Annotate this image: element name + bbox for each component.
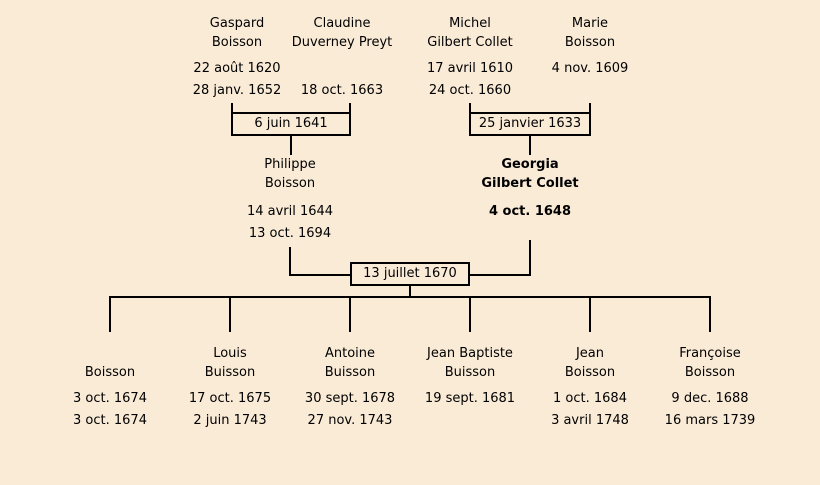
birth-date: 4 nov. 1609 bbox=[551, 61, 629, 76]
surname: Buisson bbox=[444, 365, 496, 380]
surname: Boisson bbox=[264, 176, 316, 191]
connector-line bbox=[529, 135, 531, 155]
death-date: 28 janv. 1652 bbox=[192, 83, 282, 98]
dates: 17 oct. 1675 2 juin 1743 bbox=[171, 388, 289, 432]
given-name bbox=[51, 344, 169, 363]
connector-line bbox=[589, 296, 591, 332]
surname: Gilbert Collet bbox=[427, 35, 513, 50]
death-date bbox=[520, 80, 660, 102]
connector-line bbox=[109, 296, 111, 332]
marriage-date-box-michel-marie: 25 janvier 1633 bbox=[469, 112, 591, 136]
dates: 18 oct. 1663 bbox=[272, 58, 412, 102]
connector-line bbox=[589, 103, 591, 113]
death-date: 16 mars 1739 bbox=[664, 413, 756, 428]
given-name: Françoise bbox=[679, 346, 741, 361]
given-name: Jean Baptiste bbox=[427, 346, 513, 361]
death-date: 18 oct. 1663 bbox=[300, 83, 384, 98]
connector-line bbox=[529, 240, 531, 276]
person-louis-buisson[interactable]: Louis Buisson 17 oct. 1675 2 juin 1743 bbox=[171, 344, 289, 432]
birth-date: 17 avril 1610 bbox=[426, 61, 514, 76]
connector-line bbox=[469, 103, 471, 113]
person-claudine-duverney-preyt[interactable]: Claudine Duverney Preyt 18 oct. 1663 bbox=[272, 14, 412, 102]
connector-line bbox=[231, 103, 233, 113]
given-name: Philippe bbox=[264, 157, 316, 172]
dates: 22 août 1620 28 janv. 1652 bbox=[167, 58, 307, 102]
connector-line bbox=[469, 296, 471, 332]
connector-line bbox=[349, 296, 351, 332]
birth-date: 14 avril 1644 bbox=[246, 204, 334, 219]
connector-line bbox=[289, 247, 291, 276]
birth-date: 30 sept. 1678 bbox=[304, 391, 396, 406]
birth-date: 19 sept. 1681 bbox=[424, 391, 516, 406]
given-name: Marie bbox=[571, 16, 609, 31]
dates: 19 sept. 1681 bbox=[411, 388, 529, 432]
birth-date: 1 oct. 1684 bbox=[553, 391, 627, 406]
birth-date: 3 oct. 1674 bbox=[73, 391, 147, 406]
person-georgia-gilbert-collet[interactable]: Georgia Gilbert Collet 4 oct. 1648 bbox=[455, 155, 605, 245]
birth-date: 17 oct. 1675 bbox=[188, 391, 272, 406]
birth-date: 4 oct. 1648 bbox=[488, 204, 572, 219]
dates: 3 oct. 1674 3 oct. 1674 bbox=[51, 388, 169, 432]
connector-line bbox=[409, 286, 411, 297]
person-philippe-boisson[interactable]: Philippe Boisson 14 avril 1644 13 oct. 1… bbox=[215, 155, 365, 245]
surname: Boisson bbox=[684, 365, 736, 380]
death-date: 3 oct. 1674 bbox=[73, 413, 147, 428]
given-name: Georgia bbox=[501, 157, 559, 172]
surname: Duverney Preyt bbox=[291, 35, 393, 50]
person-marie-boisson[interactable]: Marie Boisson 4 nov. 1609 bbox=[520, 14, 660, 102]
given-name: Louis bbox=[213, 346, 247, 361]
surname: Boisson bbox=[84, 365, 136, 380]
dates: 4 nov. 1609 bbox=[520, 58, 660, 102]
death-date bbox=[411, 410, 529, 432]
person-michel-gilbert-collet[interactable]: Michel Gilbert Collet 17 avril 1610 24 o… bbox=[400, 14, 540, 102]
surname: Boisson bbox=[564, 35, 616, 50]
dates: 9 dec. 1688 16 mars 1739 bbox=[651, 388, 769, 432]
dates: 30 sept. 1678 27 nov. 1743 bbox=[291, 388, 409, 432]
connector-line bbox=[229, 296, 231, 332]
given-name: Michel bbox=[449, 16, 491, 31]
given-name: Gaspard bbox=[209, 16, 265, 31]
person-jean-boisson[interactable]: Jean Boisson 1 oct. 1684 3 avril 1748 bbox=[531, 344, 649, 432]
surname: Buisson bbox=[204, 365, 256, 380]
birth-date bbox=[272, 58, 412, 80]
dates: 4 oct. 1648 bbox=[455, 201, 605, 245]
given-name: Antoine bbox=[324, 346, 376, 361]
connector-line bbox=[709, 296, 711, 332]
dates: 14 avril 1644 13 oct. 1694 bbox=[215, 201, 365, 245]
given-name: Jean bbox=[575, 346, 605, 361]
death-date: 27 nov. 1743 bbox=[307, 413, 393, 428]
person-gaspard-boisson[interactable]: Gaspard Boisson 22 août 1620 28 janv. 16… bbox=[167, 14, 307, 102]
connector-line bbox=[290, 135, 292, 155]
person-child-boisson[interactable]: Boisson 3 oct. 1674 3 oct. 1674 bbox=[51, 344, 169, 432]
death-date: 2 juin 1743 bbox=[193, 413, 267, 428]
death-date: 3 avril 1748 bbox=[551, 413, 629, 428]
death-date: 13 oct. 1694 bbox=[248, 226, 332, 241]
marriage-date-box-gaspard-claudine: 6 juin 1641 bbox=[231, 112, 351, 136]
connector-line bbox=[109, 296, 711, 298]
surname: Boisson bbox=[211, 35, 263, 50]
person-jean-baptiste-buisson[interactable]: Jean Baptiste Buisson 19 sept. 1681 bbox=[411, 344, 529, 432]
given-name: Claudine bbox=[313, 16, 371, 31]
person-francoise-boisson[interactable]: Françoise Boisson 9 dec. 1688 16 mars 17… bbox=[651, 344, 769, 432]
connector-line bbox=[349, 103, 351, 113]
dates: 17 avril 1610 24 oct. 1660 bbox=[400, 58, 540, 102]
surname: Boisson bbox=[564, 365, 616, 380]
surname: Buisson bbox=[324, 365, 376, 380]
marriage-date-box-philippe-georgia: 13 juillet 1670 bbox=[350, 262, 470, 286]
dates: 1 oct. 1684 3 avril 1748 bbox=[531, 388, 649, 432]
death-date: 24 oct. 1660 bbox=[428, 83, 512, 98]
surname: Gilbert Collet bbox=[481, 176, 579, 191]
birth-date: 22 août 1620 bbox=[193, 61, 281, 76]
person-antoine-buisson[interactable]: Antoine Buisson 30 sept. 1678 27 nov. 17… bbox=[291, 344, 409, 432]
birth-date: 9 dec. 1688 bbox=[671, 391, 749, 406]
